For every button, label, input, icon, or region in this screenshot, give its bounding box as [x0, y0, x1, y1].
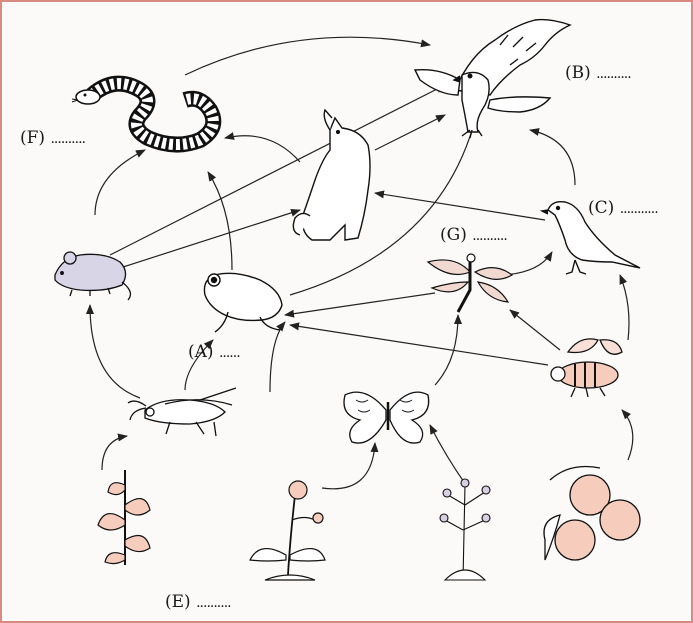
arrow-bee-to-bird: [619, 274, 630, 341]
arrow-wolf-to-eagle: [374, 114, 446, 151]
energy-flow-arrows: [86, 36, 634, 490]
leafy-plant-icon: [97, 470, 151, 565]
flower-icon: [249, 480, 326, 581]
frog-icon: [203, 272, 283, 333]
eagle-icon: [413, 18, 572, 139]
arrow-frog-to-eagle: [289, 119, 477, 296]
label-b-blank: ..........: [596, 66, 632, 82]
arrow-grasshopper-to-mouse: [86, 304, 141, 399]
arrow-peaches-to-bee: [621, 409, 634, 461]
arrow-wolf-to-snake: [224, 132, 301, 163]
mouse-icon: [54, 251, 132, 301]
label-c-blank: ...........: [619, 201, 659, 217]
arrow-frog-to-snake: [207, 171, 233, 271]
label-c: (C) ...........: [588, 198, 659, 218]
label-c-letter: (C): [588, 198, 615, 218]
label-b: (B) ..........: [565, 63, 632, 83]
arrow-mouse-to-snake: [94, 149, 146, 216]
label-a-letter: (A): [188, 342, 214, 362]
arrow-bee-to-dragonfly: [509, 309, 561, 351]
label-a: (A) ......: [188, 342, 241, 362]
label-g-blank: ..........: [472, 228, 508, 244]
arrow-snake-to-eagle: [184, 36, 431, 76]
arrow-dragonfly-to-bird: [504, 251, 553, 276]
arrow-lavender-to-butterfly: [429, 424, 467, 486]
bird-icon: [539, 200, 641, 275]
label-e-letter: (E): [165, 592, 191, 612]
label-a-blank: ......: [218, 345, 241, 361]
arrow-mouse-to-eagle: [109, 84, 446, 256]
arrow-grasshopper-to-frog: [184, 339, 214, 391]
dragonfly-icon: [426, 253, 514, 313]
arrow-flower-to-butterfly: [321, 442, 379, 490]
arrow-mouse-to-wolf: [119, 208, 301, 269]
arrow-plant-to-grasshopper: [101, 433, 128, 471]
label-e: (E) ..........: [165, 592, 232, 612]
label-f-letter: (F): [20, 128, 46, 148]
arrow-butterfly-to-frog: [269, 321, 286, 393]
arrow-bee-to-frog: [289, 322, 549, 366]
peaches-icon: [543, 465, 641, 561]
arrow-bird-to-wolf: [374, 190, 546, 221]
label-g: (G) ..........: [440, 225, 508, 245]
wolf-icon: [292, 108, 371, 241]
label-g-letter: (G): [440, 225, 467, 245]
lavender-icon: [439, 478, 491, 581]
label-b-letter: (B): [565, 63, 591, 83]
arrow-butterfly-to-dragonfly: [434, 314, 462, 386]
arrow-dragonfly-to-frog: [284, 292, 436, 318]
label-f: (F) ..........: [20, 128, 86, 148]
label-f-blank: ..........: [50, 131, 86, 147]
label-e-blank: ..........: [196, 595, 232, 611]
arrow-bird-to-eagle: [529, 128, 576, 186]
bee-icon: [550, 338, 623, 398]
grasshopper-icon: [127, 387, 237, 437]
snake-icon: [71, 75, 222, 153]
butterfly-icon: [343, 391, 430, 444]
